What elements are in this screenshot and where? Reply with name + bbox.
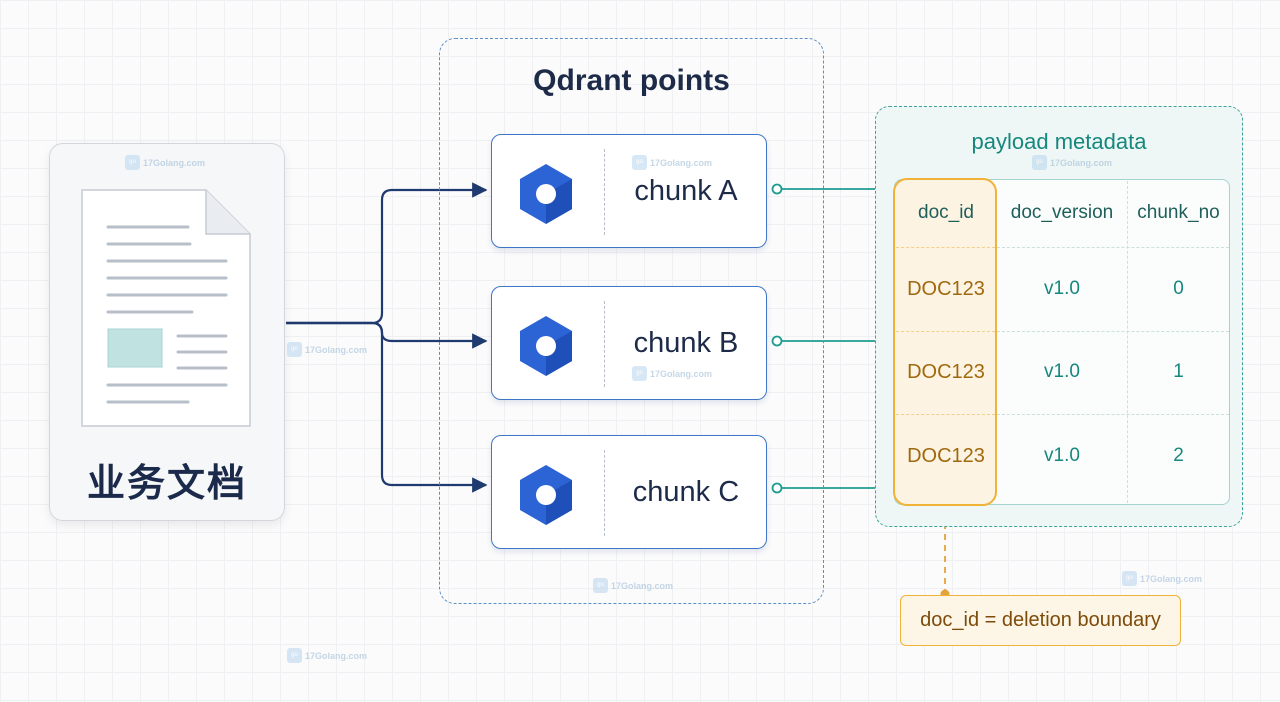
chunk-card-a: chunk A [491,134,767,248]
watermark: go 17Golang.com [1122,571,1202,586]
cell-doc-version: v1.0 [1044,361,1080,382]
watermark: go 17Golang.com [593,578,673,593]
source-document-card: 业务文档 [49,143,285,521]
qdrant-points-container [439,38,824,604]
header-chunk-no: chunk_no [1137,202,1220,223]
cell-doc-version: v1.0 [1044,278,1080,299]
watermark-logo-icon: go [632,366,647,381]
payload-title: payload metadata [971,129,1147,154]
cell-chunk-no: 1 [1173,361,1184,382]
chunk-card-c: chunk C [491,435,767,549]
watermark-text: 17Golang.com [143,157,206,168]
chunk-label: chunk A [634,175,738,207]
point-hex-icon [520,465,572,525]
chunk-divider [604,149,605,235]
watermark: go 17Golang.com [287,648,367,663]
watermark-text: 17Golang.com [650,157,713,168]
watermark-logo-icon: go [287,342,302,357]
doc-id-column-highlight [893,178,997,506]
deletion-boundary-text: doc_id = deletion boundary [920,609,1161,631]
watermark-text: 17Golang.com [650,368,713,379]
watermark: go 17Golang.com [1032,155,1112,170]
table-row-divider [997,414,1229,415]
table-row-divider [997,331,1229,332]
watermark-logo-icon: go [1032,155,1047,170]
cell-chunk-no: 2 [1173,445,1184,466]
doc-id-row-divider [896,331,995,332]
watermark-logo-icon: go [593,578,608,593]
chunk-label: chunk B [633,327,739,359]
doc-id-row-divider [896,414,995,415]
doc-id-row-divider [896,247,995,248]
document-icon [81,189,251,427]
watermark-text: 17Golang.com [305,344,368,355]
watermark-logo-icon: go [632,155,647,170]
deletion-boundary-note: doc_id = deletion boundary [900,595,1181,646]
watermark-logo-icon: go [125,155,140,170]
chunk-card-b: chunk B [491,286,767,400]
cell-doc-id: DOC123 [907,445,985,467]
watermark: go 17Golang.com [125,155,205,170]
watermark: go 17Golang.com [632,366,712,381]
cell-chunk-no: 0 [1173,278,1184,299]
cell-doc-version: v1.0 [1044,445,1080,466]
document-title: 业务文档 [86,463,247,505]
cell-doc-id: DOC123 [907,361,985,383]
cell-doc-id: DOC123 [907,278,985,300]
point-hex-icon [520,164,572,224]
table-row-divider [997,247,1229,248]
header-doc-version: doc_version [1010,202,1114,223]
chunk-label: chunk C [632,476,740,508]
watermark: go 17Golang.com [287,342,367,357]
watermark-text: 17Golang.com [1050,157,1113,168]
chunk-divider [604,450,605,536]
header-doc-id: doc_id [918,202,974,223]
watermark-text: 17Golang.com [1140,573,1203,584]
arrow-doc-to-chunk-c [286,321,488,493]
table-col-divider [1127,181,1128,503]
point-hex-icon [520,316,572,376]
qdrant-title: Qdrant points [533,64,730,97]
watermark-logo-icon: go [1122,571,1137,586]
watermark-logo-icon: go [287,648,302,663]
watermark-text: 17Golang.com [611,580,674,591]
watermark: go 17Golang.com [632,155,712,170]
watermark-text: 17Golang.com [305,650,368,661]
chunk-divider [604,301,605,387]
